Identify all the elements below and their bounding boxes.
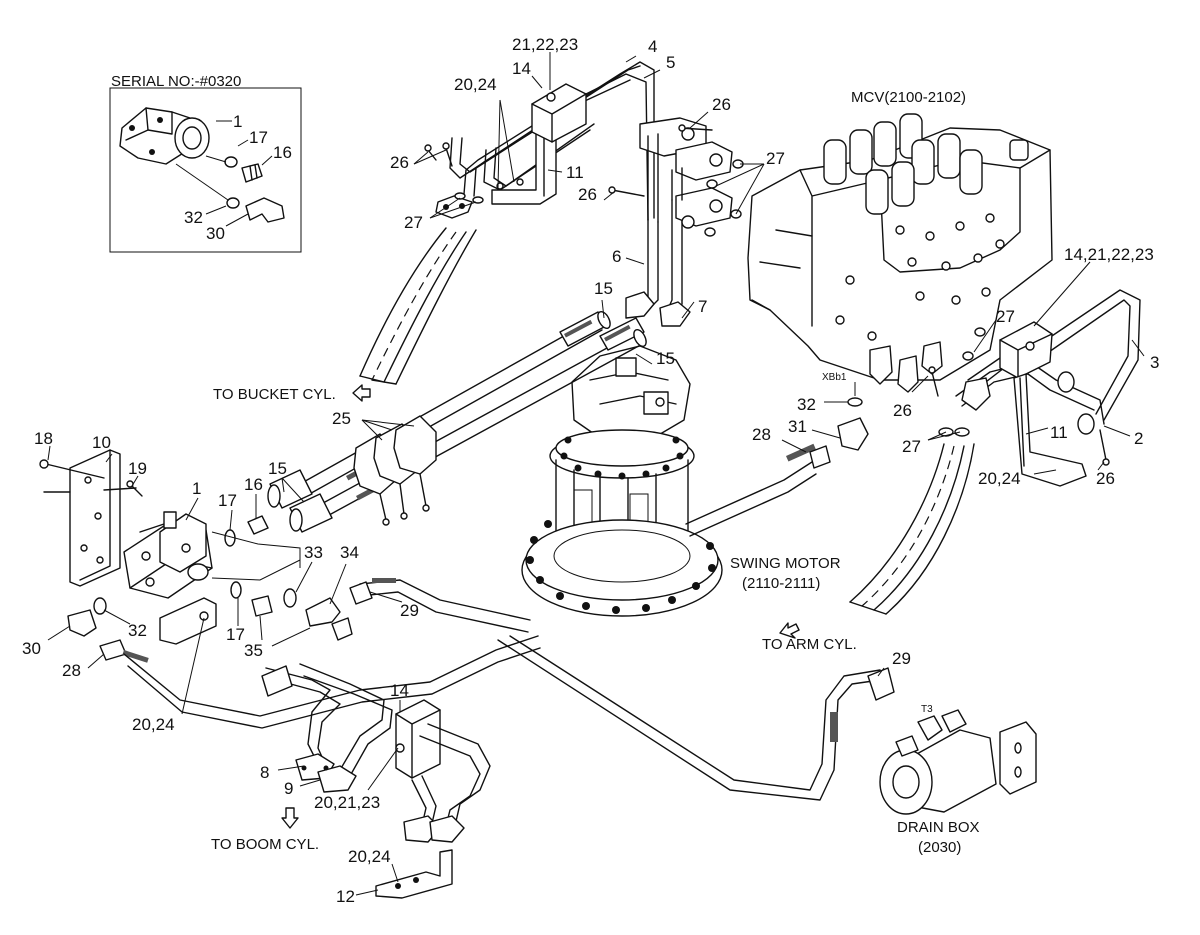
inset-serial-label: SERIAL NO:-#0320 [111, 73, 241, 90]
callout-10: 10 [92, 433, 111, 452]
arrow-to-bucket [352, 384, 371, 402]
leader-lines [47, 52, 1145, 896]
drain-box: T3 [879, 704, 1037, 815]
label-swing-motor-code: (2110-2111) [742, 575, 820, 592]
callout-12: 12 [336, 887, 355, 906]
callout-20-24-bottom: 20,24 [348, 847, 391, 866]
label-mcv: MCV(2100-2102) [851, 89, 966, 106]
inset-callout-30: 30 [206, 224, 225, 243]
arm-cylinder-hoses [849, 443, 975, 615]
xbb1-port-label: XBb1 [822, 372, 847, 383]
direction-arrows [281, 384, 800, 829]
callout-26-top: 26 [712, 95, 731, 114]
pipes-6-7 [608, 117, 744, 327]
mcv-valve-block: XBb1 [747, 113, 1053, 407]
callout-27-lower-right: 27 [902, 437, 921, 456]
callout-25: 25 [332, 409, 351, 428]
inset-o-ring-17 [224, 156, 238, 168]
diagram-labels: MCV(2100-2102) TO BUCKET CYL. TO ARM CYL… [211, 89, 980, 856]
arrow-to-boom [281, 807, 299, 829]
callout-19: 19 [128, 459, 147, 478]
serial-inset: SERIAL NO:-#0320 1 17 16 32 30 [109, 73, 302, 253]
mcv-ports [835, 213, 1005, 341]
arrow-to-arm [779, 622, 800, 639]
callout-33: 33 [304, 543, 323, 562]
inset-callout-17: 17 [249, 128, 268, 147]
inset-o-ring-32 [226, 197, 240, 209]
inset-pump-part [119, 107, 210, 165]
callout-14-bottom: 14 [390, 681, 409, 700]
callout-1: 1 [192, 479, 201, 498]
callout-26-top-left: 26 [390, 153, 409, 172]
callout-16: 16 [244, 475, 263, 494]
lower-piping [123, 417, 895, 899]
hose-clamps-25 [353, 415, 437, 526]
inset-frame [109, 87, 302, 253]
callout-26-mid: 26 [578, 185, 597, 204]
callout-29-right: 29 [892, 649, 911, 668]
callout-14-21-22-23: 14,21,22,23 [1064, 245, 1154, 264]
label-drain-box-code: (2030) [918, 839, 961, 856]
callout-14-top: 14 [512, 59, 531, 78]
inset-callout-1: 1 [233, 112, 242, 131]
swing-motor [521, 345, 723, 617]
callout-27-right: 27 [996, 307, 1015, 326]
callout-17-lower: 17 [226, 625, 245, 644]
callout-6: 6 [612, 247, 621, 266]
label-to-arm-cyl: TO ARM CYL. [762, 636, 857, 653]
label-drain-box: DRAIN BOX [897, 819, 980, 836]
callout-34: 34 [340, 543, 359, 562]
mcv-spool-caps [823, 113, 1029, 215]
callout-15-left: 15 [268, 459, 287, 478]
callout-28-right: 28 [752, 425, 771, 444]
callout-20-21-23: 20,21,23 [314, 793, 380, 812]
mounting-flange-bolts [526, 520, 716, 614]
t3-port-label: T3 [921, 704, 933, 715]
callout-32-left: 32 [128, 621, 147, 640]
callout-20-24-right: 20,24 [978, 469, 1021, 488]
callout-2: 2 [1134, 429, 1143, 448]
inset-callout-16: 16 [273, 143, 292, 162]
callout-4: 4 [648, 37, 657, 56]
callout-29-left: 29 [400, 601, 419, 620]
label-swing-motor: SWING MOTOR [730, 555, 841, 572]
inset-callout-32: 32 [184, 208, 203, 227]
label-to-boom-cyl: TO BOOM CYL. [211, 836, 319, 853]
callout-11-top: 11 [566, 163, 584, 182]
callout-20-24-top: 20,24 [454, 75, 497, 94]
callout-9: 9 [284, 779, 293, 798]
callout-15-top: 15 [594, 279, 613, 298]
callout-11-right: 11 [1050, 423, 1068, 442]
callout-20-24-left: 20,24 [132, 715, 175, 734]
callout-32-mcv: 32 [797, 395, 816, 414]
callout-8: 8 [260, 763, 269, 782]
part-callouts: 21,22,23 4 5 14 20,24 26 26 11 27 26 27 … [22, 35, 1159, 906]
bucket-cylinder-hoses [359, 227, 477, 385]
callout-31: 31 [788, 417, 807, 436]
callout-28-left: 28 [62, 661, 81, 680]
callout-27-mcv: 27 [766, 149, 785, 168]
callout-21-22-23: 21,22,23 [512, 35, 578, 54]
left-valve-assembly [39, 449, 353, 663]
callout-17-upper: 17 [218, 491, 237, 510]
inset-elbow-30 [245, 197, 285, 223]
callout-26-right: 26 [893, 401, 912, 420]
callout-5: 5 [666, 53, 675, 72]
callout-27-top-left: 27 [404, 213, 423, 232]
hoses-15-25 [267, 311, 647, 533]
upper-left-pipe-assembly [424, 61, 655, 221]
callout-18: 18 [34, 429, 53, 448]
callout-15-motor: 15 [656, 349, 675, 368]
callout-35: 35 [244, 641, 263, 660]
callout-7: 7 [698, 297, 707, 316]
label-to-bucket-cyl: TO BUCKET CYL. [213, 386, 336, 403]
callout-26-far-right: 26 [1096, 469, 1115, 488]
callout-3: 3 [1150, 353, 1159, 372]
callout-30: 30 [22, 639, 41, 658]
right-pipe-assembly [928, 289, 1141, 487]
